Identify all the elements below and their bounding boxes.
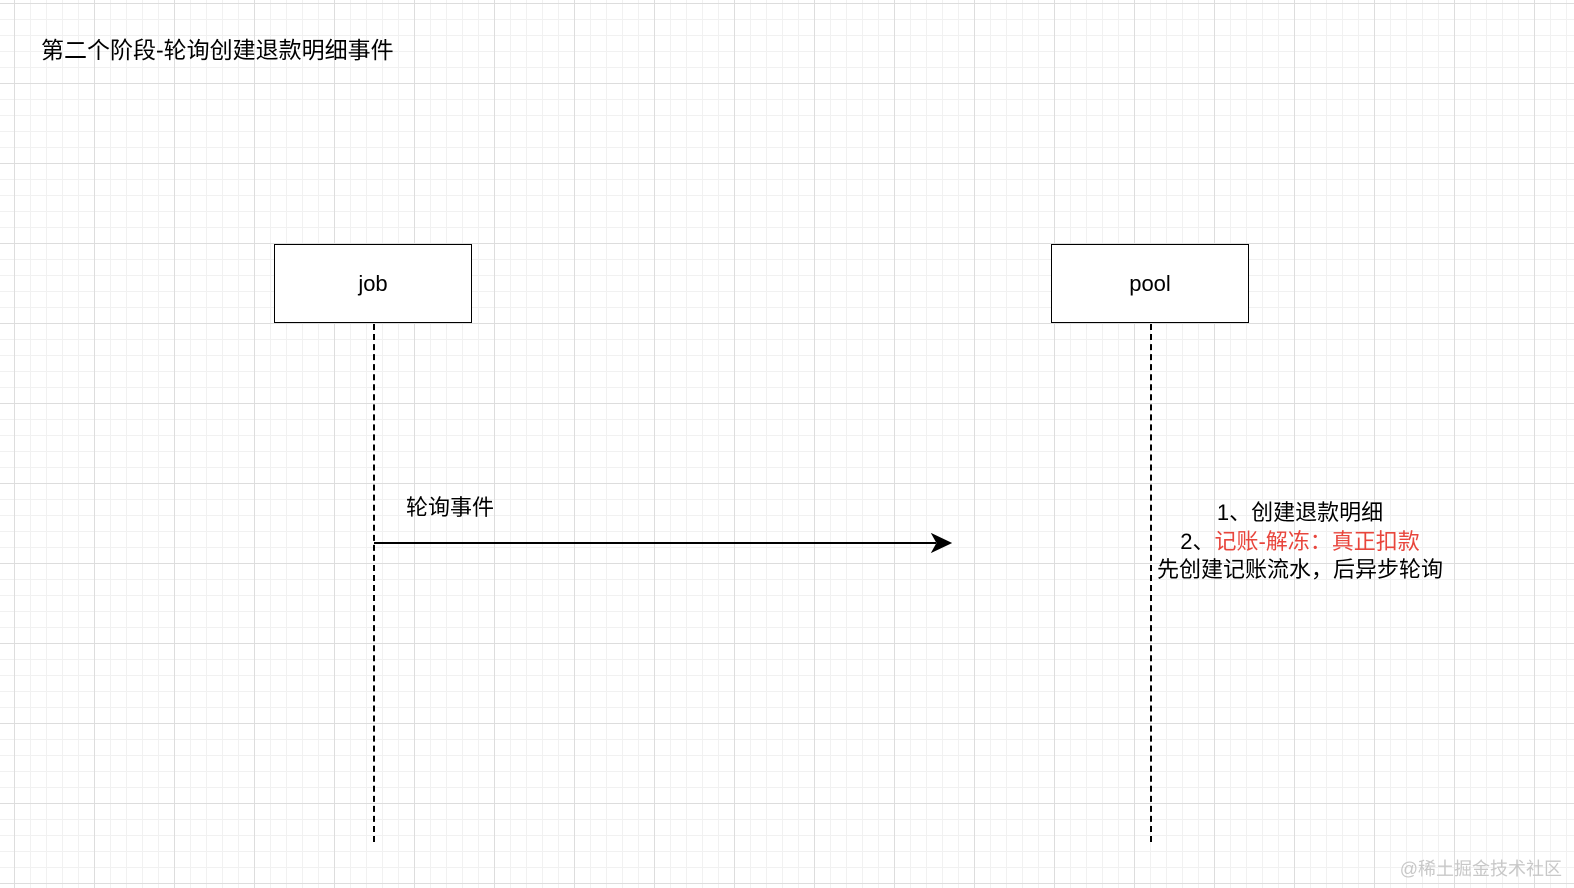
participant-pool[interactable]: pool [1051,244,1249,323]
note-line-2: 2、记账-解冻：真正扣款 [1120,528,1480,557]
lifeline-pool [1150,324,1152,842]
note-line-3: 先创建记账流水，后异步轮询 [1156,557,1443,582]
watermark: @稀土掘金技术社区 [1399,859,1562,879]
participant-job-label: job [358,270,388,296]
message-arrow[interactable] [370,528,960,558]
diagram-title: 第二个阶段-轮询创建退款明细事件 [41,37,394,63]
pool-note: 1、创建退款明细 2、记账-解冻：真正扣款 先创建记账流水，后异步轮询 [1120,499,1480,585]
note-line-2-prefix: 2、 [1180,528,1215,554]
note-line-1: 1、创建退款明细 [1216,500,1384,525]
note-line-2-highlight: 记账-解冻：真正扣款 [1214,528,1420,554]
message-label: 轮询事件 [406,495,495,520]
participant-job[interactable]: job [274,244,472,323]
arrowhead-icon [930,532,953,554]
lifeline-job [373,324,375,842]
participant-pool-label: pool [1129,270,1171,296]
